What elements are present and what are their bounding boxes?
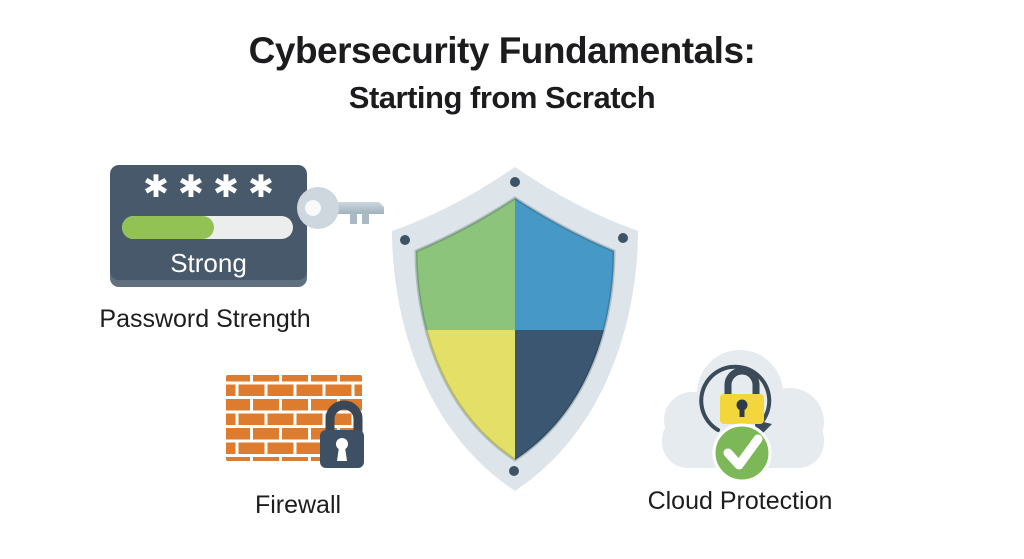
cloud-keyhole — [736, 399, 748, 411]
firewall-keyhole-stem — [337, 447, 347, 461]
shield-rivet-left — [400, 235, 410, 245]
password-strength-card: ✱✱✱✱ Strong — [110, 165, 307, 287]
shield-inner-rim — [414, 196, 616, 462]
key-tooth — [350, 213, 357, 224]
key-icon — [297, 187, 384, 229]
password-strength-caption: Password Strength — [99, 305, 311, 333]
shield-rivet-right — [618, 233, 628, 243]
shield-rivet-top — [510, 177, 520, 187]
cloud-protection-icon — [662, 350, 824, 483]
firewall-icon — [226, 375, 364, 468]
cloud-protection-caption: Cloud Protection — [647, 487, 833, 515]
page-title: Cybersecurity Fundamentals: Starting fro… — [0, 30, 1004, 116]
key-hole — [305, 200, 321, 216]
shield-rivet-bottom — [509, 466, 519, 476]
firewall-caption: Firewall — [254, 491, 342, 519]
checkmark — [723, 434, 763, 470]
key-shaft — [336, 202, 384, 214]
sync-arrow — [699, 364, 772, 432]
security-shield-icon — [392, 167, 638, 491]
strength-bar-track — [122, 216, 293, 239]
title-line-1: Cybersecurity Fundamentals: — [248, 30, 756, 71]
title-line-2: Starting from Scratch — [348, 79, 656, 115]
check-circle — [712, 423, 772, 483]
firewall-lock-shackle — [325, 400, 363, 434]
cloud-lock-shackle — [724, 367, 760, 396]
key-tooth — [362, 213, 369, 224]
strength-label: Strong — [170, 248, 247, 278]
strength-bar-fill — [122, 216, 215, 239]
cloud-keyhole-stem — [739, 407, 745, 417]
masked-password-text: ✱✱✱✱ — [143, 169, 283, 205]
